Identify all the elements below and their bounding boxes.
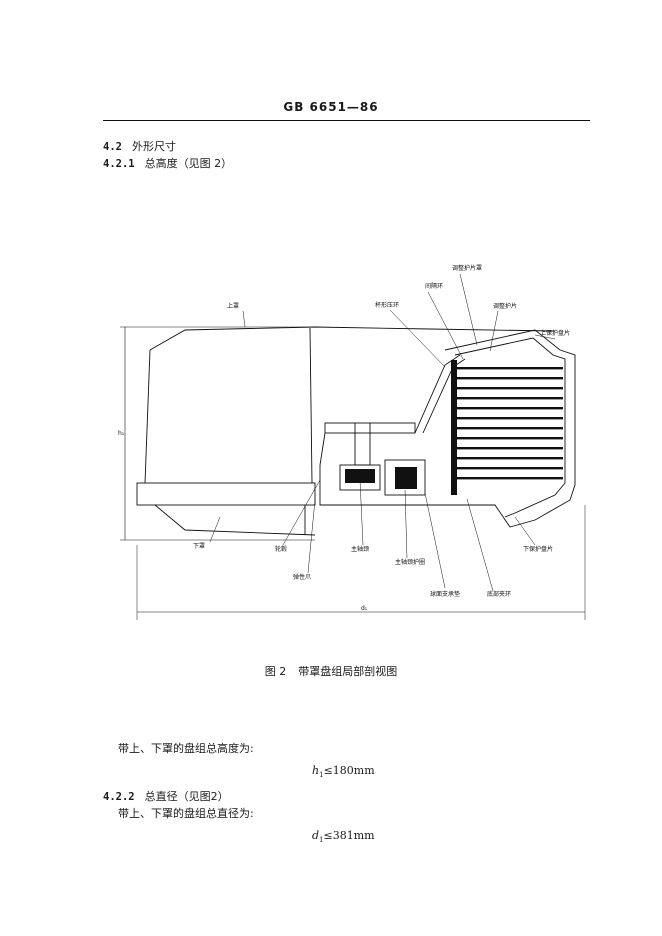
header-rule bbox=[103, 120, 590, 121]
label-spherical-support: 球面支承垫 bbox=[430, 590, 460, 598]
formula-rest: ≤180mm bbox=[323, 764, 375, 777]
formula-sub: 1 bbox=[319, 771, 324, 780]
figure-2-cross-section: 上罩 下罩 轮毂 弹性爪 主轴颈 主轴颈护圈 球面支承垫 底部夹环 下保护盘片 … bbox=[115, 255, 605, 625]
section-4-2-heading: 4.2 外形尺寸 bbox=[103, 138, 176, 154]
standard-header: GB 6651—86 bbox=[283, 100, 379, 114]
section-number: 4.2 bbox=[103, 141, 122, 153]
paragraph-height: 带上、下罩的盘组总高度为: bbox=[118, 742, 254, 755]
label-spacer-ring: 间隔环 bbox=[425, 282, 443, 290]
label-lower-cover: 下罩 bbox=[193, 543, 205, 550]
label-adj-guard: 调整护片 bbox=[493, 302, 517, 310]
label-main-bearing: 主轴颈 bbox=[351, 545, 369, 553]
formula-var: h bbox=[312, 764, 320, 777]
label-main-bearing-guard: 主轴颈护圈 bbox=[395, 558, 425, 566]
section-title: 总高度（见图 2） bbox=[144, 157, 233, 170]
formula-diameter: d1≤381mm bbox=[312, 829, 375, 844]
figure-title: 带罩盘组局部剖视图 bbox=[298, 665, 398, 678]
formula-var: d bbox=[312, 829, 320, 842]
label-adj-guard-cover: 调整护片罩 bbox=[452, 264, 482, 272]
label-upper-cover: 上罩 bbox=[227, 302, 239, 310]
label-lower-guard: 下保护盘片 bbox=[523, 545, 553, 553]
formula-rest: ≤381mm bbox=[323, 829, 375, 842]
section-4-2-1-heading: 4.2.1 总高度（见图 2） bbox=[103, 155, 232, 171]
label-h1: h₁ bbox=[118, 430, 125, 437]
label-elastic-claw: 弹性爪 bbox=[293, 573, 311, 581]
label-cup-ring: 杯形压环 bbox=[375, 301, 399, 309]
section-title: 外形尺寸 bbox=[131, 140, 176, 153]
label-base-clamp-ring: 底部夹环 bbox=[487, 590, 511, 598]
section-4-2-2-heading: 4.2.2 总直径（见图2） bbox=[103, 788, 229, 804]
section-number: 4.2.1 bbox=[103, 158, 135, 170]
label-d1: d₁ bbox=[361, 605, 368, 612]
disk-platters bbox=[345, 360, 563, 495]
label-hub: 轮毂 bbox=[275, 545, 287, 553]
formula-height: h1≤180mm bbox=[312, 764, 375, 779]
paragraph-diameter: 带上、下罩的盘组总直径为: bbox=[118, 807, 254, 820]
formula-sub: 1 bbox=[319, 836, 324, 845]
section-number: 4.2.2 bbox=[103, 791, 135, 803]
cross-section-drawing: 上罩 下罩 轮毂 弹性爪 主轴颈 主轴颈护圈 球面支承垫 底部夹环 下保护盘片 … bbox=[118, 264, 586, 620]
section-title: 总直径（见图2） bbox=[144, 790, 229, 803]
figure-number: 图 2 bbox=[264, 665, 287, 678]
label-upper-guard: 上保护盘片 bbox=[540, 329, 570, 337]
figure-caption: 图 2 带罩盘组局部剖视图 bbox=[0, 663, 662, 679]
